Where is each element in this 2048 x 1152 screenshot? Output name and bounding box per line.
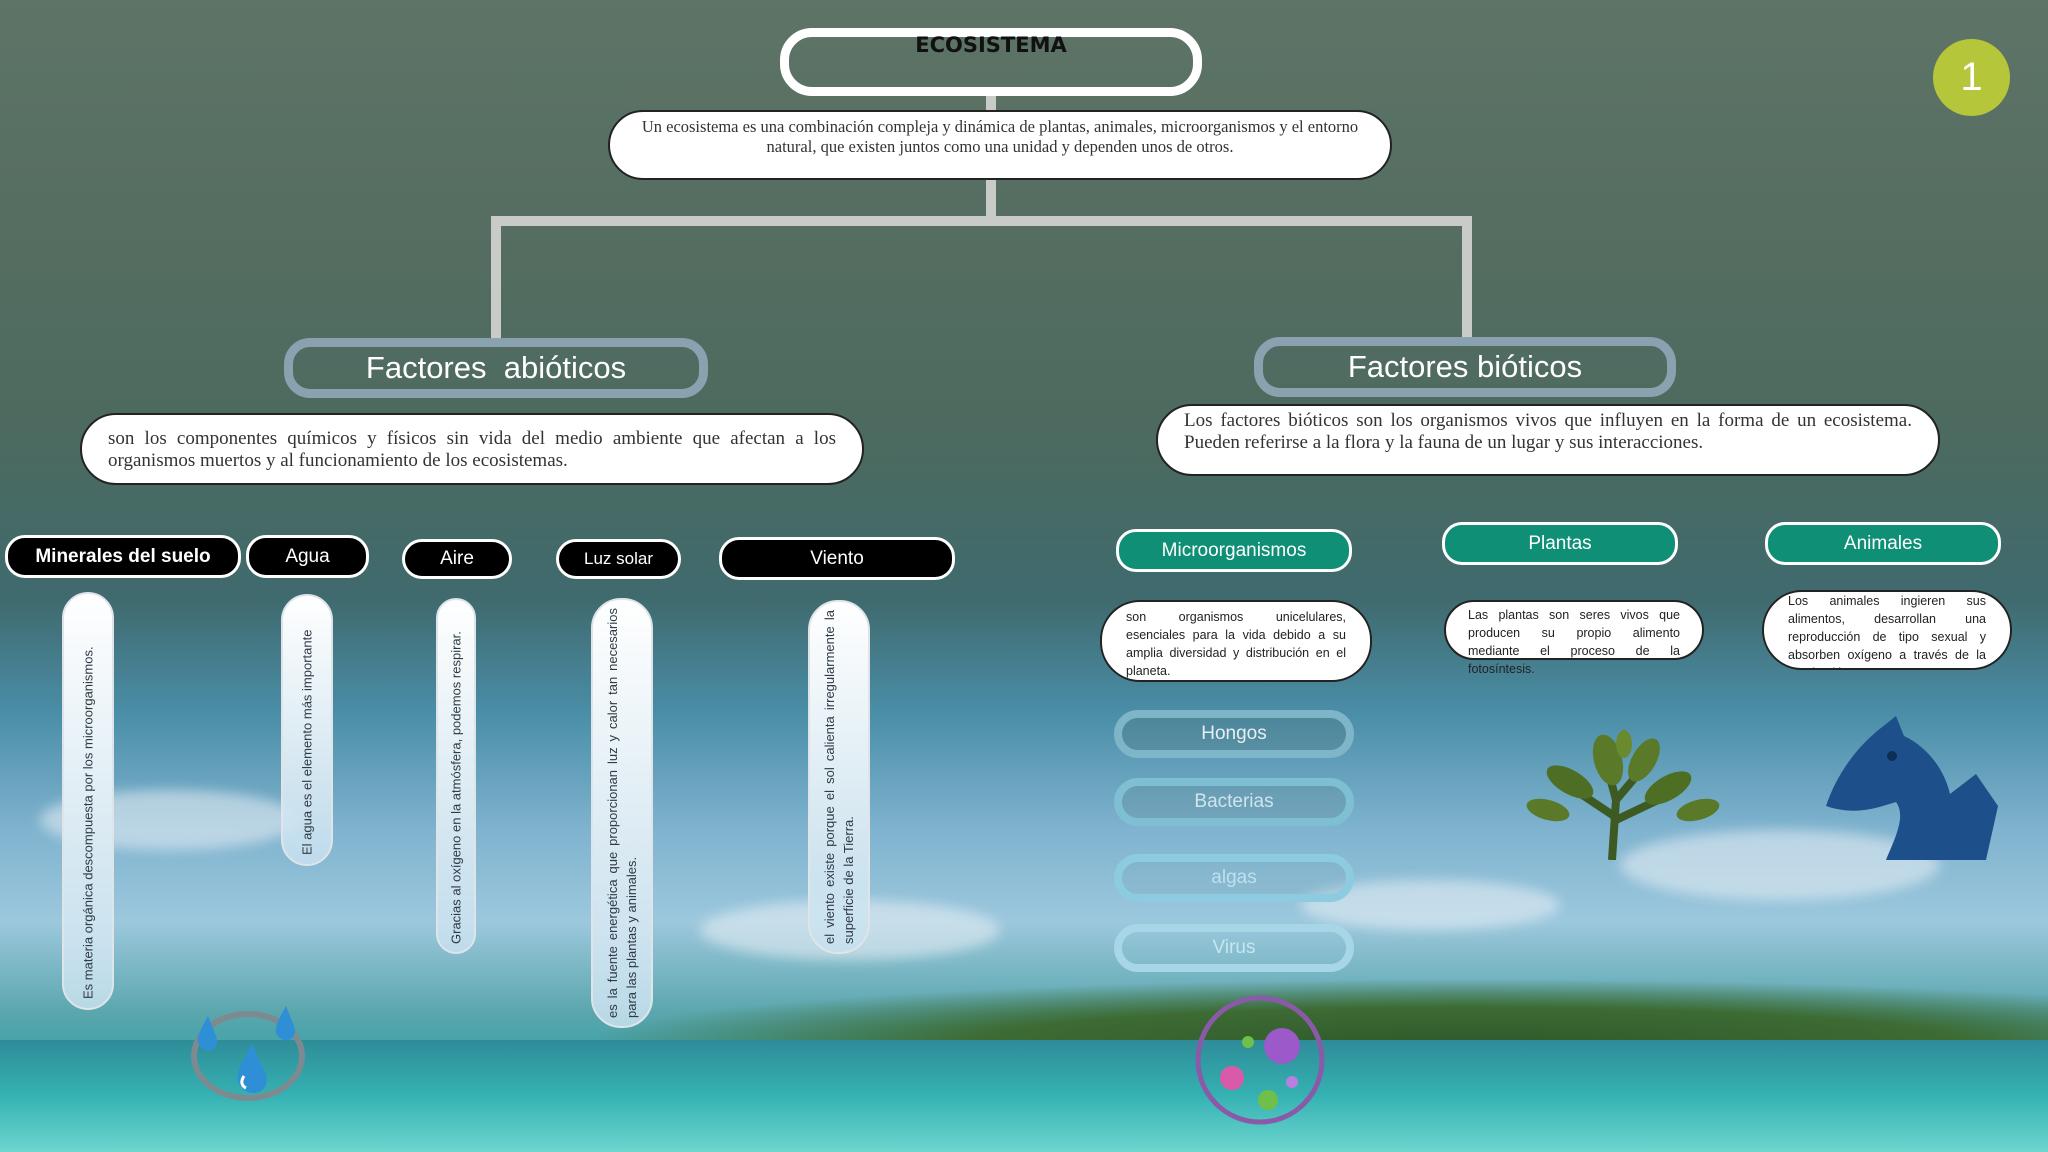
abiotico-desc-text: es la fuente energética que proporcionan…: [605, 608, 639, 1018]
connector-line: [986, 178, 996, 220]
bioticos-definition-box: Los factores bióticos son los organismos…: [1156, 404, 1940, 476]
biotico-label-animales: Animales: [1765, 522, 2001, 565]
biotico-desc-text: Los animales ingieren sus alimentos, des…: [1788, 594, 1986, 668]
microorganismo-type-text: algas: [1211, 867, 1257, 888]
biotico-label-text: Microorganismos: [1161, 539, 1307, 561]
microorganismo-type-hongos: Hongos: [1114, 710, 1354, 758]
root-definition: Un ecosistema es una combinación complej…: [641, 117, 1359, 156]
bioticos-title: Factores bióticos: [1347, 349, 1583, 384]
abiotico-label-text: Luz solar: [584, 549, 653, 568]
root-title-box: ECOSISTEMA: [780, 28, 1202, 96]
abiotico-label-text: Agua: [285, 545, 330, 567]
abiotico-label-aire: Aire: [402, 539, 512, 579]
page-number: 1: [1960, 55, 1983, 99]
biotico-label-microorganismos: Microorganismos: [1116, 529, 1352, 572]
bioticos-title-box: Factores bióticos: [1254, 337, 1676, 397]
biotico-desc-text: Las plantas son seres vivos que producen…: [1468, 608, 1680, 676]
abiotico-desc-text: El agua es el elemento más importante: [299, 629, 315, 855]
biotico-label-text: Animales: [1843, 532, 1923, 554]
biotico-desc-animales: Los animales ingieren sus alimentos, des…: [1762, 590, 2012, 670]
water-drops-icon: [191, 1006, 305, 1101]
connector-line: [491, 216, 1471, 226]
microorganismo-type-bacterias: Bacterias: [1114, 778, 1354, 826]
microorganismo-type-text: Hongos: [1201, 723, 1267, 744]
connector-line: [1462, 216, 1472, 340]
biotico-desc-text: son organismos unicelulares, esenciales …: [1126, 610, 1346, 678]
abiotico-label-text: Aire: [440, 548, 474, 569]
abioticos-definition: son los componentes químicos y físicos s…: [108, 428, 836, 471]
abiotico-label-text: Viento: [810, 547, 864, 569]
abiotico-desc-minerales: Es materia orgánica descompuesta por los…: [62, 592, 114, 1010]
microorganismo-type-virus: Virus: [1114, 924, 1354, 972]
connector-line: [491, 216, 501, 342]
root-definition-box: Un ecosistema es una combinación complej…: [608, 110, 1392, 180]
sea: [0, 1040, 2048, 1152]
biotico-label-text: Plantas: [1528, 532, 1592, 554]
abiotico-label-viento: Viento: [719, 537, 955, 580]
connector-line: [986, 92, 996, 112]
microorganismo-type-text: Virus: [1212, 937, 1256, 958]
abioticos-title: Factores abióticos: [365, 350, 627, 385]
page-number-badge: 1: [1933, 39, 2010, 116]
microorganismo-type-algas: algas: [1114, 854, 1354, 902]
abiotico-desc-text: Gracias al oxígeno en la atmósfera, pode…: [448, 631, 464, 944]
bioticos-definition: Los factores bióticos son los organismos…: [1184, 410, 1912, 453]
biotico-label-plantas: Plantas: [1442, 522, 1678, 565]
abiotico-desc-luz-solar: es la fuente energética que proporcionan…: [591, 598, 653, 1028]
root-title: ECOSISTEMA: [915, 33, 1067, 57]
abiotico-desc-viento: el viento existe porque el sol calienta …: [808, 600, 870, 954]
abiotico-label-luz-solar: Luz solar: [556, 539, 681, 579]
abiotico-desc-aire: Gracias al oxígeno en la atmósfera, pode…: [436, 598, 476, 954]
microbes-icon: [1195, 995, 1325, 1125]
island: [600, 980, 2048, 1050]
microorganismo-type-text: Bacterias: [1194, 791, 1274, 812]
abiotico-desc-text: el viento existe porque el sol calienta …: [822, 610, 856, 944]
abiotico-label-text: Minerales del suelo: [35, 545, 211, 567]
abioticos-title-box: Factores abióticos: [284, 338, 708, 398]
biotico-desc-plantas: Las plantas son seres vivos que producen…: [1444, 600, 1704, 676]
horse-icon: [1826, 716, 1998, 860]
abiotico-desc-agua: El agua es el elemento más importante: [281, 594, 333, 866]
abiotico-label-agua: Agua: [246, 535, 369, 578]
cloud: [1620, 830, 1940, 900]
abiotico-label-minerales: Minerales del suelo: [5, 535, 241, 578]
abioticos-definition-box: son los componentes químicos y físicos s…: [80, 413, 864, 485]
biotico-desc-microorganismos: son organismos unicelulares, esenciales …: [1100, 600, 1372, 682]
abiotico-desc-text: Es materia orgánica descompuesta por los…: [80, 646, 96, 999]
tree-icon: [1526, 730, 1720, 860]
